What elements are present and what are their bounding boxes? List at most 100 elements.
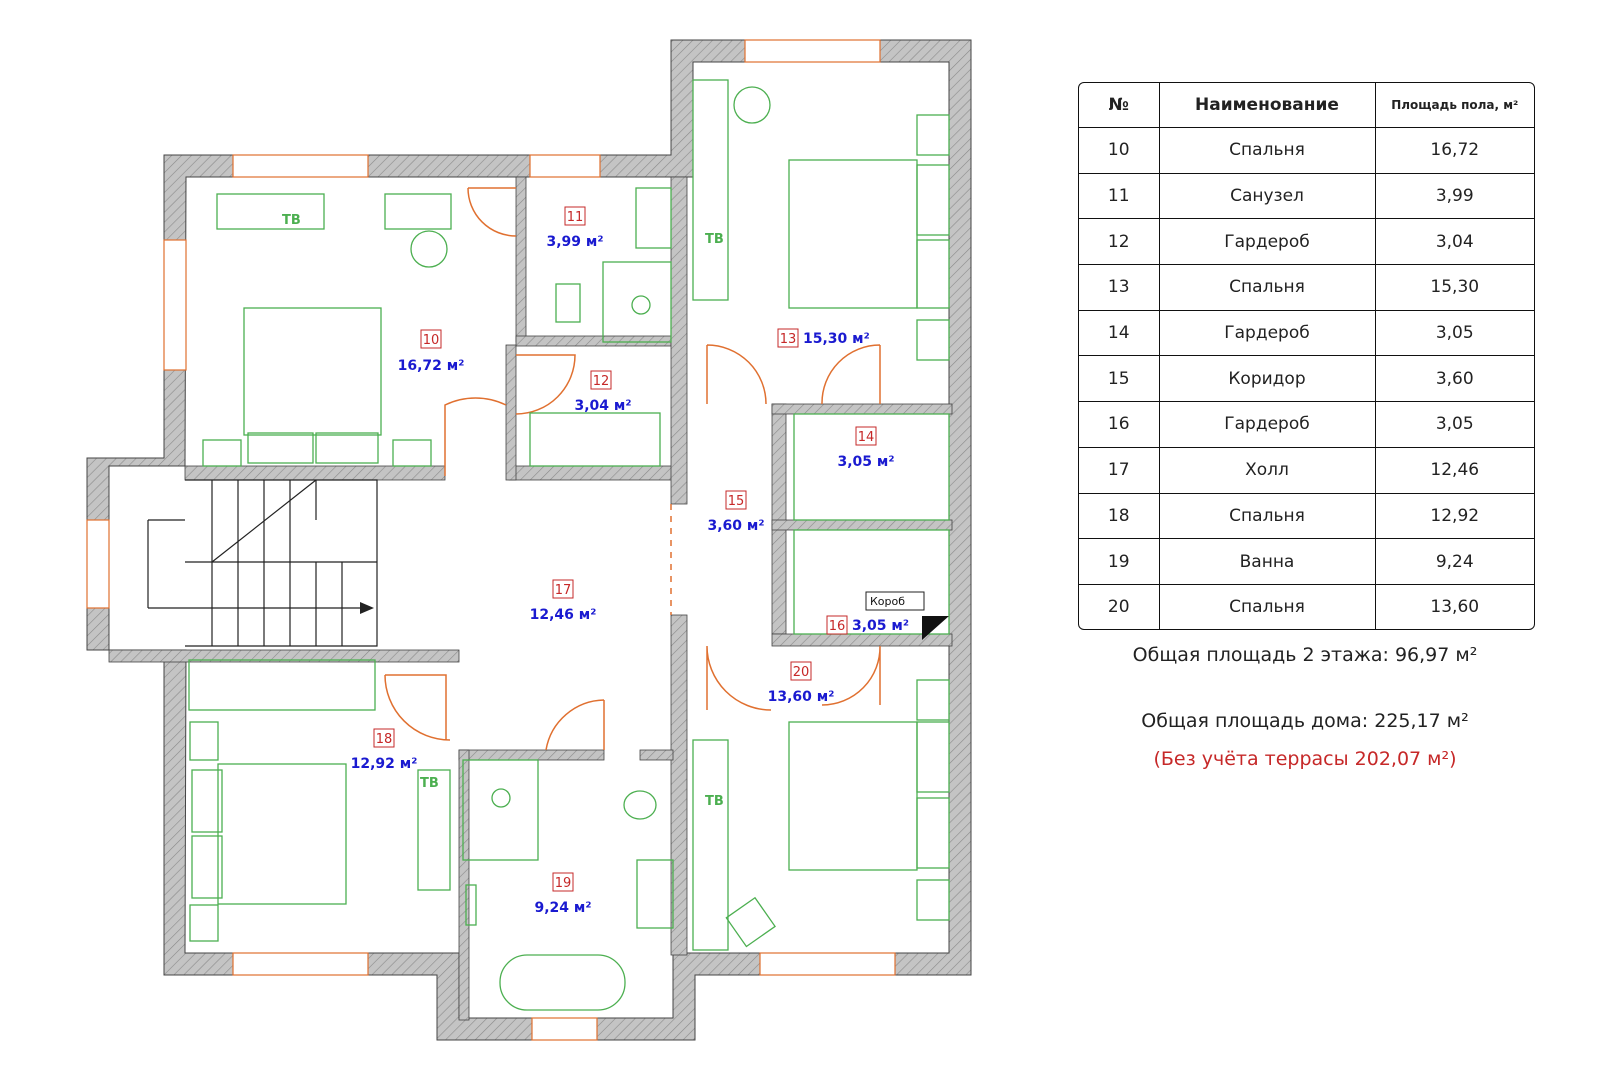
- cell-number: 15: [1079, 355, 1160, 403]
- box-label: Короб: [870, 595, 905, 608]
- without-terrace-note: (Без учёта террасы 202,07 м²): [1153, 748, 1457, 770]
- svg-text:17: 17: [555, 583, 572, 598]
- cell-name: Спальня: [1158, 583, 1376, 629]
- room-label-14: 14 3,05 м²: [838, 426, 895, 470]
- cell-number: 19: [1079, 538, 1160, 585]
- tv-label: ТВ: [282, 213, 301, 228]
- cell-number: 20: [1079, 583, 1160, 629]
- cell-name: Коридор: [1158, 355, 1376, 403]
- floor-total-label: Общая площадь 2 этажа:: [1132, 644, 1389, 666]
- cell-number: 18: [1079, 492, 1160, 540]
- doors: [384, 187, 881, 751]
- svg-text:12,46 м²: 12,46 м²: [530, 607, 597, 623]
- svg-text:10: 10: [423, 333, 440, 348]
- svg-text:20: 20: [793, 665, 810, 680]
- tv-label: ТВ: [420, 776, 439, 791]
- svg-text:12: 12: [593, 374, 610, 389]
- cell-area: 3,04: [1374, 218, 1534, 266]
- floor-total: Общая площадь 2 этажа: 96,97 м²: [1040, 644, 1570, 666]
- floor-total-value: 96,97 м²: [1394, 644, 1478, 666]
- header-area: Площадь пола, м²: [1374, 83, 1534, 128]
- room-label-19: 19 9,24 м²: [535, 872, 592, 916]
- cell-number: 10: [1079, 127, 1160, 174]
- svg-text:3,05 м²: 3,05 м²: [838, 454, 895, 470]
- svg-text:16,72 м²: 16,72 м²: [398, 358, 465, 374]
- tv-label: ТВ: [705, 794, 724, 809]
- svg-text:16: 16: [829, 619, 846, 634]
- stair-arrow-icon: [360, 602, 374, 614]
- cell-number: 17: [1079, 446, 1160, 494]
- cell-number: 16: [1079, 401, 1160, 448]
- cell-area: 12,92: [1374, 492, 1534, 540]
- cell-number: 12: [1079, 218, 1160, 266]
- cell-area: 3,60: [1374, 355, 1534, 403]
- cell-area: 3,99: [1374, 172, 1534, 220]
- header-number: №: [1079, 83, 1160, 128]
- svg-text:12,92 м²: 12,92 м²: [351, 756, 418, 772]
- cell-number: 11: [1079, 172, 1160, 220]
- cell-number: 13: [1079, 264, 1160, 311]
- cell-name: Гардероб: [1158, 218, 1376, 266]
- svg-text:3,99 м²: 3,99 м²: [547, 234, 604, 250]
- svg-text:3,60 м²: 3,60 м²: [708, 518, 765, 534]
- cell-area: 3,05: [1374, 309, 1534, 357]
- cell-name: Спальня: [1158, 264, 1376, 311]
- cell-area: 3,05: [1374, 401, 1534, 448]
- cell-name: Спальня: [1158, 492, 1376, 540]
- cell-name: Спальня: [1158, 127, 1376, 174]
- box-shaft-icon: [922, 616, 949, 640]
- house-total: Общая площадь дома: 225,17 м²: [1040, 710, 1570, 732]
- tv-label: ТВ: [705, 232, 724, 247]
- svg-text:13: 13: [780, 332, 797, 347]
- cell-area: 12,46: [1374, 446, 1534, 494]
- cell-area: 9,24: [1374, 538, 1534, 585]
- cell-name: Санузел: [1158, 172, 1376, 220]
- room-label-20: 20 13,60 м²: [768, 661, 835, 705]
- svg-text:14: 14: [858, 430, 875, 445]
- cell-number: 14: [1079, 309, 1160, 357]
- cell-name: Гардероб: [1158, 401, 1376, 448]
- svg-text:15,30 м²: 15,30 м²: [803, 331, 870, 347]
- box-callout: [865, 591, 925, 611]
- room-label-18: 18 12,92 м²: [351, 728, 418, 772]
- room-label-13: 13 15,30 м²: [777, 328, 870, 348]
- svg-text:11: 11: [567, 210, 584, 225]
- exterior-walls: [86, 39, 972, 1041]
- room-label-16: 16 3,05 м²: [826, 615, 909, 635]
- svg-text:15: 15: [728, 494, 745, 509]
- svg-text:18: 18: [376, 732, 393, 747]
- room-label-11: 11 3,99 м²: [547, 206, 604, 250]
- interior-walls: [108, 176, 953, 1021]
- svg-text:3,04 м²: 3,04 м²: [575, 398, 632, 414]
- room-label-17: 17 12,46 м²: [530, 579, 597, 623]
- svg-text:9,24 м²: 9,24 м²: [535, 900, 592, 916]
- room-label-15: 15 3,60 м²: [708, 490, 765, 534]
- svg-text:19: 19: [555, 876, 572, 891]
- cell-area: 13,60: [1374, 583, 1534, 629]
- staircase: [147, 479, 378, 647]
- room-label-10: 10 16,72 м²: [398, 329, 465, 374]
- windows: [86, 39, 896, 1041]
- cell-area: 16,72: [1374, 127, 1534, 174]
- svg-text:3,05 м²: 3,05 м²: [852, 618, 909, 634]
- cell-area: 15,30: [1374, 264, 1534, 311]
- cell-name: Гардероб: [1158, 309, 1376, 357]
- svg-text:13,60 м²: 13,60 м²: [768, 689, 835, 705]
- house-total-value: 225,17 м²: [1374, 710, 1469, 732]
- cell-name: Ванна: [1158, 538, 1376, 585]
- header-name: Наименование: [1158, 83, 1376, 128]
- house-total-label: Общая площадь дома:: [1141, 710, 1369, 732]
